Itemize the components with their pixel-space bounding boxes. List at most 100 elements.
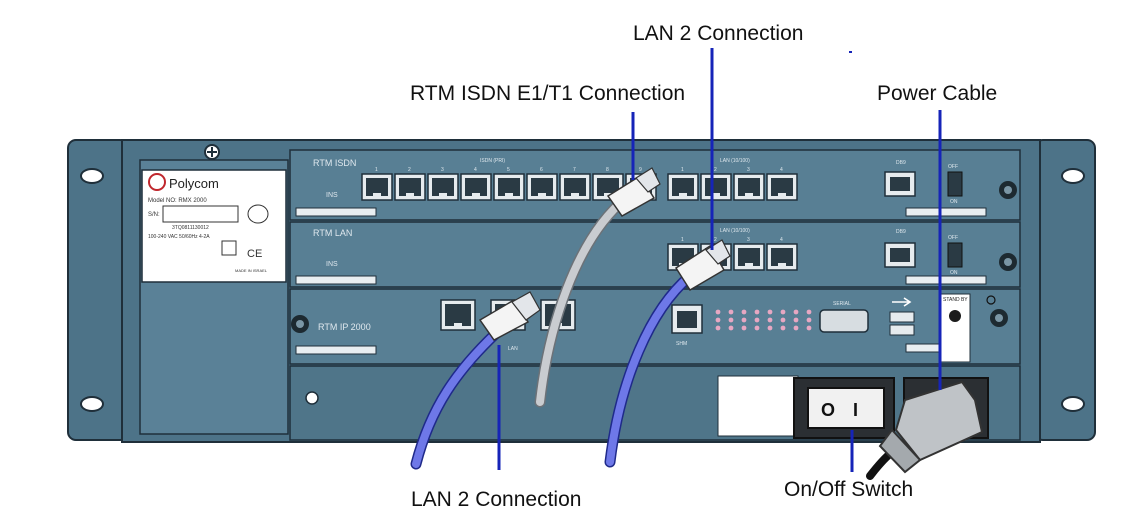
module-latches — [295, 207, 987, 355]
rtm-isdn-lan-group: LAN (10/100) — [720, 158, 750, 164]
rack-ear-left — [67, 139, 129, 441]
isdn-lan-port-4[interactable]: 4 — [766, 167, 798, 201]
power-rating: 100-240 VAC 50/60Hz 4-2A — [148, 234, 210, 240]
port-number: 5 — [507, 167, 510, 173]
isdn-port-1[interactable]: 1 — [361, 167, 393, 201]
isdn-port-6[interactable]: 6 — [526, 167, 558, 201]
sn-label: S/N: — [148, 212, 160, 218]
port-number: 4 — [474, 167, 477, 173]
power-cable — [866, 380, 984, 480]
status-led-grid — [715, 309, 812, 331]
leader-lines — [497, 48, 942, 472]
status-led — [793, 309, 799, 315]
port-number: 3 — [747, 237, 750, 243]
status-led — [741, 309, 747, 315]
port-number: 6 — [540, 167, 543, 173]
rtm-ip-label: RTM IP 2000 — [318, 322, 371, 332]
isdn-lan-port-3[interactable]: 3 — [733, 167, 765, 201]
isdn-port-3[interactable]: 3 — [427, 167, 459, 201]
rack-ear-right — [1034, 139, 1096, 441]
mount-hole-bottom-right — [1061, 396, 1085, 412]
svg-text:ON: ON — [950, 270, 958, 276]
status-led — [780, 317, 786, 323]
panel-knobs — [291, 181, 1017, 405]
port-number: 1 — [681, 167, 684, 173]
status-led — [793, 325, 799, 331]
rtm-isdn-db9-label: DB9 — [896, 160, 906, 166]
status-led — [767, 309, 773, 315]
port-number: 2 — [408, 167, 411, 173]
usb-icon — [892, 297, 912, 307]
callout-onoff: On/Off Switch — [784, 478, 914, 501]
isdn-lan-port-1[interactable]: 1 — [667, 167, 699, 201]
ip-lan-port-1[interactable] — [440, 299, 476, 331]
status-led — [741, 317, 747, 323]
serial-port[interactable] — [819, 309, 869, 333]
rtm-isdn-port-group: ISDN (PRI) — [480, 158, 505, 164]
status-led — [767, 317, 773, 323]
status-led — [728, 317, 734, 323]
module-toggle-lan[interactable]: OFF ON — [947, 235, 963, 276]
status-led — [806, 325, 812, 331]
usb-port-2[interactable] — [889, 324, 915, 336]
mount-hole-bottom-left — [80, 396, 104, 412]
rtm-lan-status: INS — [326, 261, 338, 268]
port-number: 4 — [780, 167, 783, 173]
svg-text:ON: ON — [950, 199, 958, 205]
status-led — [780, 309, 786, 315]
isdn-port-5[interactable]: 5 — [493, 167, 525, 201]
switch-off-glyph: O — [821, 400, 835, 420]
lan-cable-lan-module — [604, 239, 731, 468]
status-led — [806, 317, 812, 323]
port-number: 4 — [780, 237, 783, 243]
status-led — [715, 309, 721, 315]
isdn-port-4[interactable]: 4 — [460, 167, 492, 201]
callout-lan2-top: LAN 2 Connection — [633, 22, 804, 45]
status-led — [715, 325, 721, 331]
model-line: Model NO: RMX 2000 — [148, 198, 207, 204]
status-led — [793, 317, 799, 323]
isdn-port-7[interactable]: 7 — [559, 167, 591, 201]
status-led — [754, 317, 760, 323]
module-toggle-isdn[interactable]: OFF ON — [947, 164, 963, 205]
status-led — [754, 325, 760, 331]
rtm-isdn-status: INS — [326, 192, 338, 199]
brand-logo-text: Polycom — [169, 176, 219, 191]
status-led — [754, 309, 760, 315]
port-number: 9 — [639, 167, 642, 173]
standby-panel — [939, 293, 971, 363]
port-number: 8 — [606, 167, 609, 173]
svg-text:OFF: OFF — [948, 235, 958, 241]
port-number: 2 — [714, 237, 717, 243]
status-led — [728, 325, 734, 331]
ce-mark: CE — [247, 248, 262, 260]
isdn-port-2[interactable]: 2 — [394, 167, 426, 201]
on-off-switch[interactable] — [807, 387, 885, 429]
standby-button[interactable] — [949, 310, 961, 322]
label-plate: Polycom Model NO: RMX 2000 S/N: 3TQ08111… — [141, 169, 287, 283]
rtm-lan-port-group: LAN (10/100) — [720, 228, 750, 234]
status-led — [806, 309, 812, 315]
status-led — [715, 317, 721, 323]
rtm-isdn-label: RTM ISDN — [313, 158, 356, 168]
rtm-ip-mgmt-label: SHM — [676, 341, 687, 347]
usb-port[interactable] — [889, 311, 915, 323]
mount-hole-top-right — [1061, 168, 1085, 184]
port-number: 2 — [714, 167, 717, 173]
isdn-cable — [534, 167, 661, 408]
rtm-lan-label: RTM LAN — [313, 228, 352, 238]
ul-mark-icon — [221, 240, 237, 256]
status-led — [780, 325, 786, 331]
rtm-ip-serial-label: SERIAL — [833, 301, 851, 307]
lan-port-4[interactable]: 4 — [766, 237, 798, 271]
port-number: 7 — [573, 167, 576, 173]
callout-power-cable: Power Cable — [877, 82, 998, 105]
port-number: 1 — [681, 237, 684, 243]
lan-port-3[interactable]: 3 — [733, 237, 765, 271]
status-led — [741, 325, 747, 331]
status-led — [728, 309, 734, 315]
standby-label: STAND BY — [943, 297, 968, 303]
switch-on-glyph: I — [853, 400, 858, 420]
rtm-lan-db9-label: DB9 — [896, 229, 906, 235]
